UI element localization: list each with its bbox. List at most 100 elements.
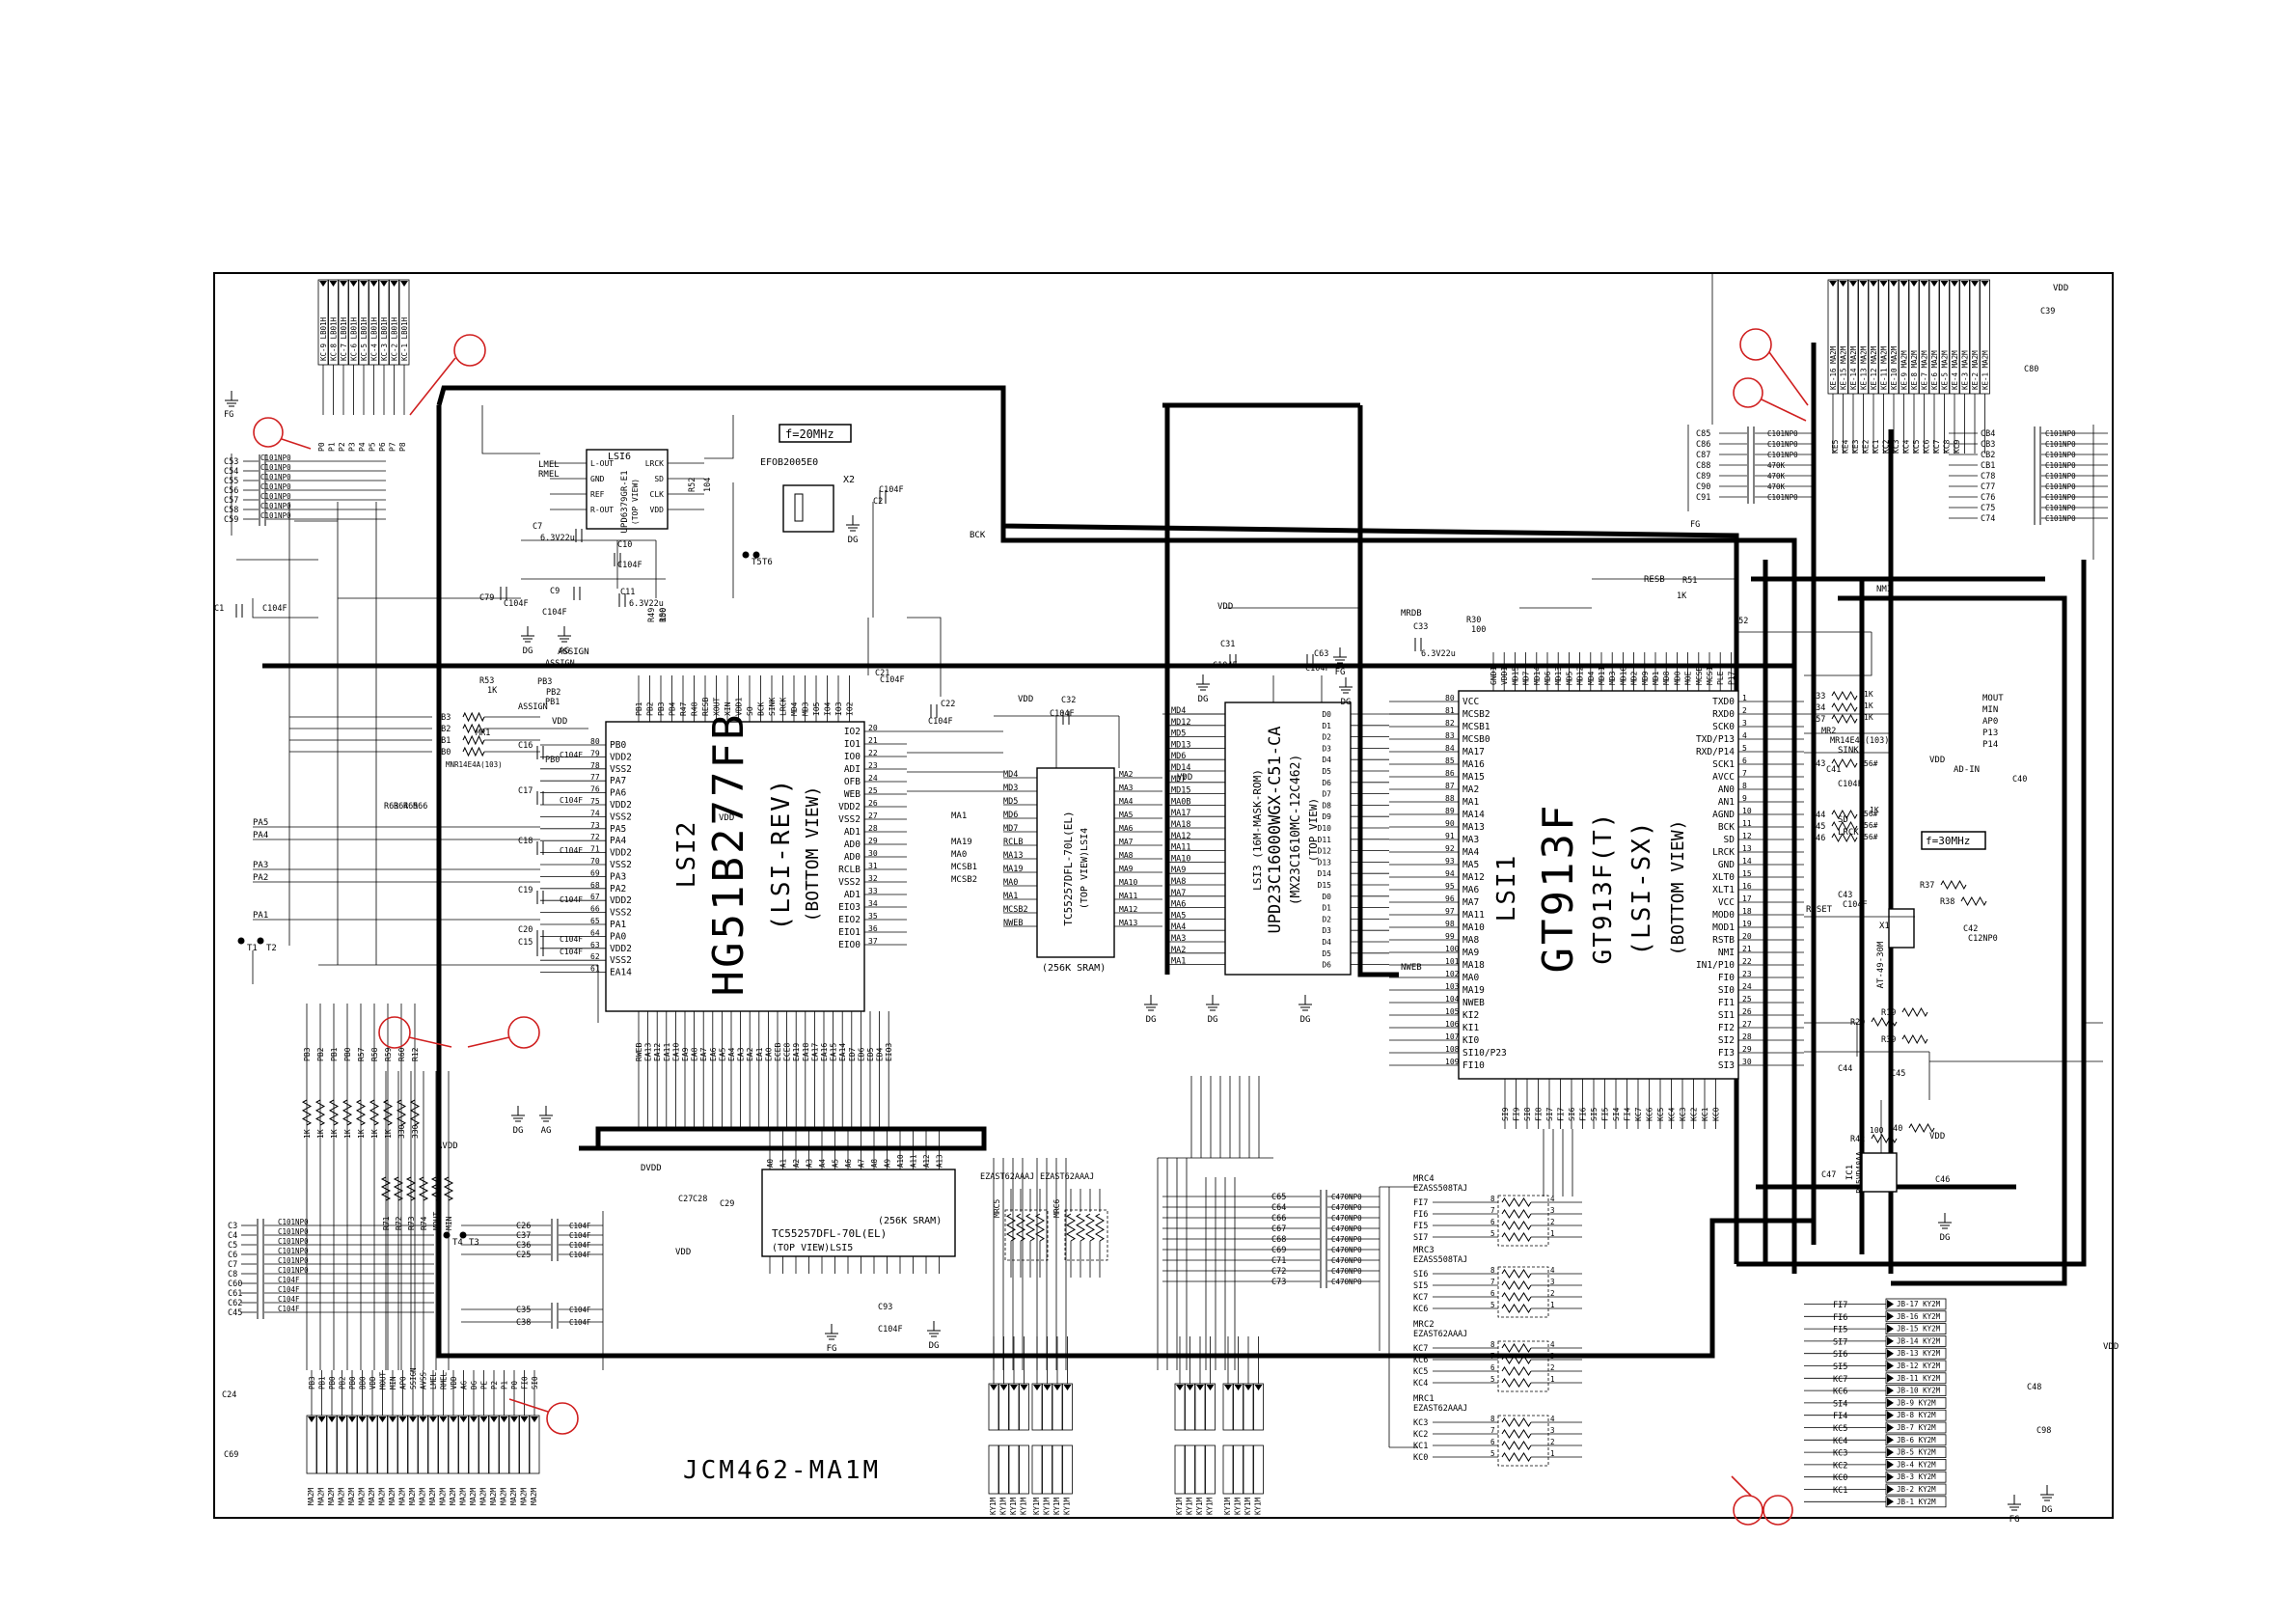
label: D5 <box>1322 949 1331 958</box>
resistor <box>462 746 485 757</box>
label: 470K <box>1767 461 1786 470</box>
label: 6 <box>1490 1438 1495 1446</box>
net-label: MRDB <box>1401 609 1422 619</box>
label: C24 <box>222 1390 236 1400</box>
test-point <box>237 937 245 945</box>
label: D1 <box>1322 904 1331 913</box>
pin-arrow <box>450 1417 457 1422</box>
label: KC1 <box>1872 439 1880 454</box>
label: R38 <box>1940 897 1954 907</box>
label: C104F <box>560 948 583 956</box>
connector-pin <box>387 1415 398 1474</box>
connector-pin <box>1205 1444 1216 1495</box>
label: SI6 <box>1568 1107 1576 1121</box>
label: AGND <box>1712 810 1735 820</box>
label: C104F <box>262 604 287 614</box>
label: KC6 <box>1923 439 1931 454</box>
power-label: VDD <box>719 813 734 823</box>
label: R73 <box>407 1216 416 1230</box>
label: 1K <box>487 686 498 696</box>
label: SD <box>654 475 664 483</box>
ic1-part: RN5VD40AA <box>1855 1151 1864 1194</box>
label: C44 <box>1838 1064 1852 1074</box>
label: ADI <box>844 764 861 775</box>
x2-ref: X2 <box>843 475 855 485</box>
lsi6-ref: LSI6 <box>608 452 631 462</box>
label: MOUT <box>379 1371 388 1389</box>
net-label: BCK <box>970 531 986 540</box>
label: C31 <box>1220 640 1235 649</box>
label: MD2 <box>1630 671 1639 685</box>
label: R52 <box>688 478 697 492</box>
label: JB-2 KY2M <box>1897 1485 1936 1494</box>
label: 4 <box>1550 1340 1555 1349</box>
label: MR14E4A(103) <box>1830 736 1889 746</box>
label: SI10/P23 <box>1462 1048 1507 1059</box>
mrc-box <box>1064 1209 1108 1261</box>
pin-arrow <box>1839 281 1847 287</box>
connector-pin <box>397 1415 408 1474</box>
label: PA1 <box>253 911 268 921</box>
connector-pin <box>1174 1444 1186 1495</box>
label: AG <box>541 1126 552 1136</box>
label: 6 <box>1742 756 1747 765</box>
connector-pin <box>508 1415 520 1474</box>
label: 25 <box>1742 995 1752 1004</box>
pin-arrow <box>419 1417 427 1422</box>
label: MA16 <box>1462 759 1485 770</box>
power-label: VDD <box>552 717 567 727</box>
label: R43 <box>1811 759 1825 769</box>
label: CB4 <box>1981 429 1995 439</box>
label: 2 <box>1550 1363 1555 1372</box>
label: MOUT <box>432 1212 441 1230</box>
label: 8 <box>1490 1195 1495 1203</box>
label: EIO1 <box>838 927 861 938</box>
label: C86 <box>1696 440 1710 450</box>
label: EA2 <box>746 1047 754 1061</box>
label: 69 <box>590 868 600 877</box>
crystal-x2: EFOB2005E0 X2 f=20MHz <box>760 424 855 533</box>
label: RCLB <box>1003 838 1023 847</box>
label: C37 <box>516 1231 531 1241</box>
label: SI4 <box>1833 1399 1847 1409</box>
label: 100 <box>1445 945 1460 953</box>
label: 8 <box>1490 1340 1495 1349</box>
resistor <box>418 1176 429 1201</box>
label: 470K <box>1767 472 1786 481</box>
label: JB-11 KY2M <box>1897 1374 1941 1383</box>
label: 91 <box>1445 832 1455 840</box>
connector-pin <box>1042 1444 1052 1495</box>
label: D9 <box>1322 812 1331 821</box>
label: KY1M <box>999 1497 1008 1515</box>
label: MD4 <box>1171 706 1186 716</box>
wire <box>907 617 942 697</box>
net-label: MA1 <box>951 812 967 821</box>
label: 86 <box>1445 769 1455 778</box>
label: MA11 <box>1119 892 1137 900</box>
pin-arrow <box>479 1417 488 1422</box>
label: 1K <box>316 1129 325 1139</box>
label: KC3 <box>1679 1107 1687 1121</box>
x1-part: AT-49-30M <box>1876 941 1886 988</box>
label: 87 <box>1445 782 1455 790</box>
label: MA2M <box>368 1487 376 1505</box>
label: MA4 <box>1171 922 1186 932</box>
label: C9 <box>550 587 560 596</box>
label: 24 <box>1742 982 1752 991</box>
resistor <box>1908 1122 1935 1134</box>
label: KC7 <box>1413 1293 1428 1303</box>
label: KC3 <box>1833 1449 1847 1459</box>
label: IN1/P10 <box>1696 960 1735 971</box>
label: MA7 <box>1119 838 1134 846</box>
label: MA7 <box>1462 897 1479 908</box>
label: C101NP0 <box>2045 514 2076 523</box>
label: C3 <box>228 1222 237 1231</box>
label: EA17 <box>810 1043 819 1061</box>
resistor <box>1076 1213 1085 1242</box>
label: 1K <box>384 1129 393 1139</box>
label: ED6 <box>857 1047 865 1061</box>
label: MA1 <box>1171 957 1186 967</box>
label: RESB <box>701 698 710 716</box>
label: C66 <box>1271 1214 1286 1224</box>
